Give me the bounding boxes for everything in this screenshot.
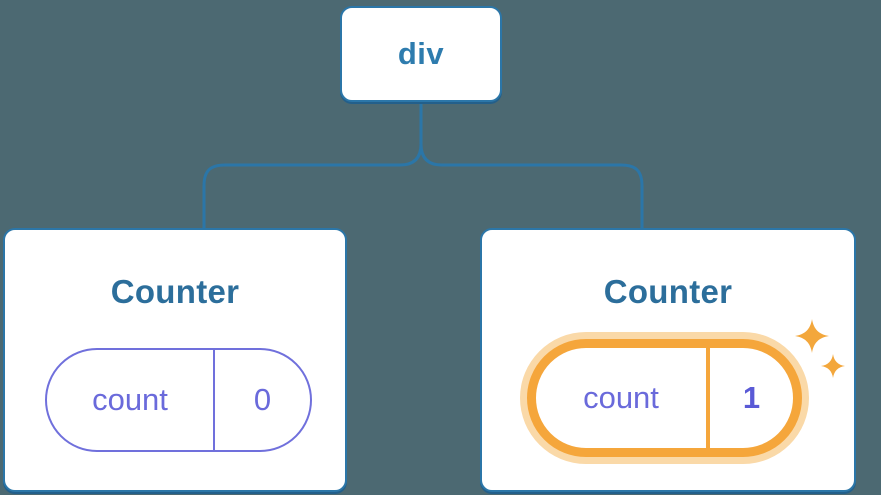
state-key-label: count	[583, 380, 659, 415]
connector-left-branch	[202, 102, 423, 229]
component-title: Counter	[603, 273, 733, 310]
sparkles-icon	[795, 319, 845, 378]
component-title: Counter	[110, 273, 240, 310]
root-node-label: div	[397, 36, 445, 71]
state-pill: count 0	[45, 348, 312, 452]
root-node: div	[340, 6, 502, 102]
state-value: 1	[742, 380, 761, 415]
state-key-label: count	[92, 382, 168, 417]
counter-card-left: Counter count 0	[3, 228, 347, 492]
state-value: 0	[253, 382, 272, 417]
connector-right-branch	[419, 102, 644, 229]
sparkle-icon-small	[821, 354, 845, 378]
state-key-segment: count	[47, 350, 213, 450]
state-value-segment: 0	[213, 350, 310, 450]
state-pill-highlighted: count 1	[527, 339, 802, 457]
counter-card-right: Counter count 1	[480, 228, 856, 492]
state-value-segment: 1	[706, 348, 793, 448]
sparkle-icon-large	[795, 319, 829, 353]
state-key-segment: count	[536, 348, 706, 448]
